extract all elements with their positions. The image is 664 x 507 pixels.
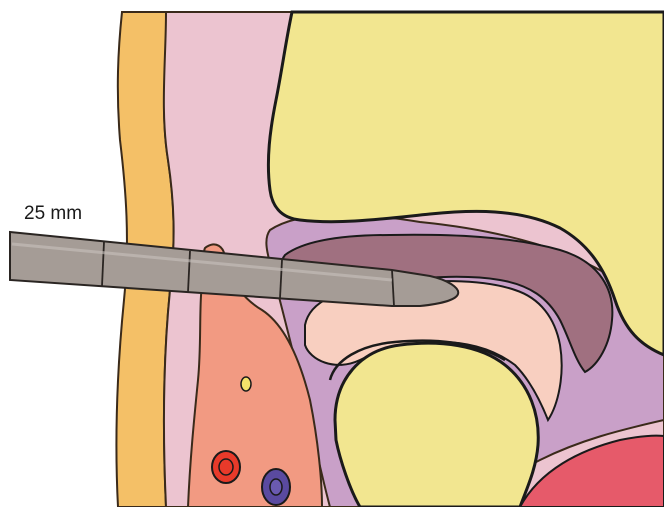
artery-icon [212,451,240,483]
femoral-head [335,343,538,507]
vein-icon [262,469,290,505]
nerve-icon [241,377,251,391]
measurement-label: 25 mm [24,203,82,224]
